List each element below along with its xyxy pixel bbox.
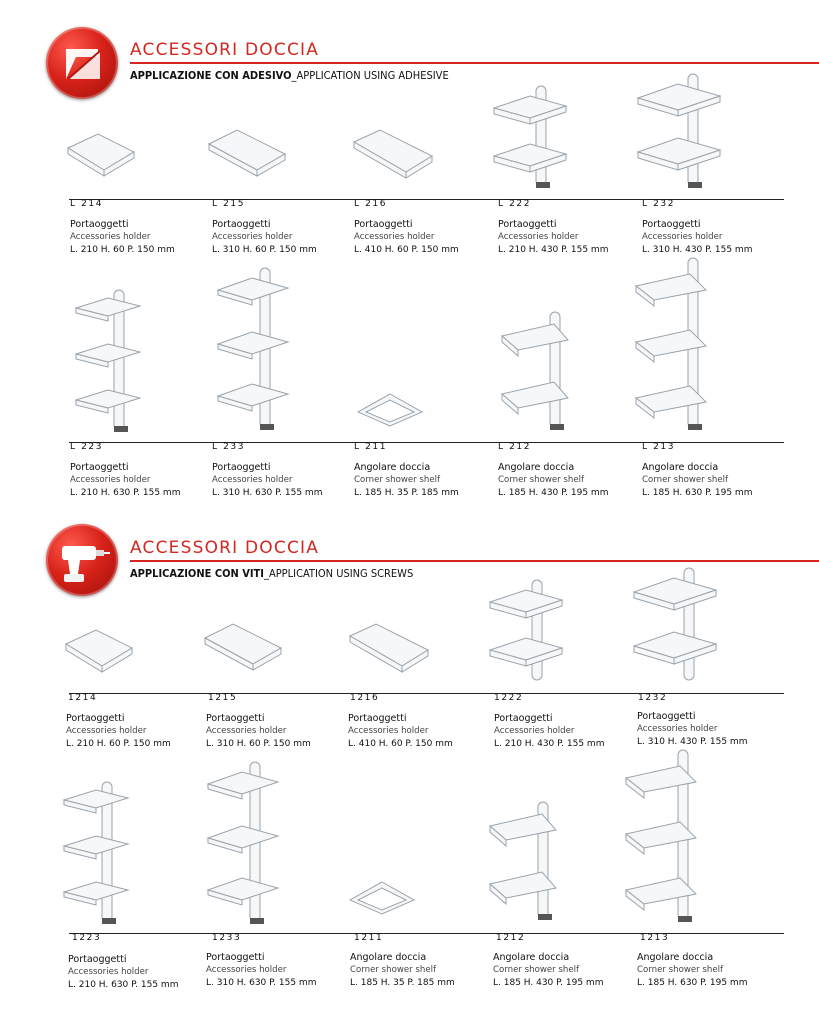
product-code: L 215 (212, 199, 246, 209)
product-code: L 233 (212, 442, 246, 452)
product-code: L 214 (70, 199, 104, 209)
product-code: 1233 (212, 933, 242, 943)
product-image-tray-large (352, 126, 434, 184)
product-image-corner-triple (632, 256, 714, 438)
product-code: 1212 (496, 933, 526, 943)
section-title: ACCESSORI DOCCIA (130, 538, 320, 558)
drill-icon (46, 524, 118, 596)
adhesive-icon (46, 27, 118, 99)
product-image-triple-shelf (72, 288, 144, 438)
product-image-triple-shelf (60, 780, 132, 930)
product-image-double-shelf (490, 84, 570, 194)
product-image-corner-double (486, 800, 564, 926)
product-code: 1211 (354, 933, 384, 943)
product-image-double-shelf-wide (634, 72, 724, 196)
product-code: 1216 (350, 693, 380, 703)
product-image-tray-medium (207, 126, 287, 182)
product-code: 1215 (208, 693, 238, 703)
product-image-tray-large (348, 620, 430, 678)
product-code: L 213 (642, 442, 676, 452)
product-code: L 216 (354, 199, 388, 209)
code-rule (69, 442, 784, 443)
section-rule (130, 62, 819, 64)
subtitle-bold: APPLICAZIONE CON ADESIVO (130, 69, 292, 82)
product-image-triple-shelf-wide (214, 266, 292, 438)
product-image-tray-small (66, 130, 136, 180)
product-code: L 232 (642, 199, 676, 209)
code-rule (69, 693, 784, 694)
section-subtitle: APPLICAZIONE CON ADESIVO_APPLICATION USI… (130, 69, 449, 82)
product-code: 1213 (640, 933, 670, 943)
product-image-corner-double (498, 310, 576, 436)
product-image-double-shelf-wide (630, 566, 720, 690)
product-image-tray-medium (203, 620, 283, 676)
product-code: L 212 (498, 442, 532, 452)
product-image-corner-single (348, 880, 416, 918)
product-code: 1214 (68, 693, 98, 703)
subtitle-english: _APPLICATION USING ADHESIVE (291, 69, 449, 82)
section-rule (130, 560, 819, 562)
subtitle-english: _APPLICATION USING SCREWS (264, 567, 414, 580)
subtitle-bold: APPLICAZIONE CON VITI (130, 567, 264, 580)
code-rule (69, 199, 784, 200)
product-image-tray-small (64, 626, 134, 676)
product-code: 1232 (638, 693, 668, 703)
product-image-corner-single (356, 392, 424, 430)
product-code: 1223 (72, 933, 102, 943)
code-rule (69, 933, 784, 934)
product-image-double-shelf (486, 578, 566, 688)
product-code: L 223 (70, 442, 104, 452)
section-title: ACCESSORI DOCCIA (130, 40, 320, 60)
section-subtitle: APPLICAZIONE CON VITI_APPLICATION USING … (130, 567, 413, 580)
product-image-triple-shelf-wide (204, 760, 282, 932)
product-image-corner-triple (622, 748, 704, 930)
product-code: L 222 (498, 199, 532, 209)
product-code: 1222 (494, 693, 524, 703)
product-code: L 211 (354, 442, 388, 452)
